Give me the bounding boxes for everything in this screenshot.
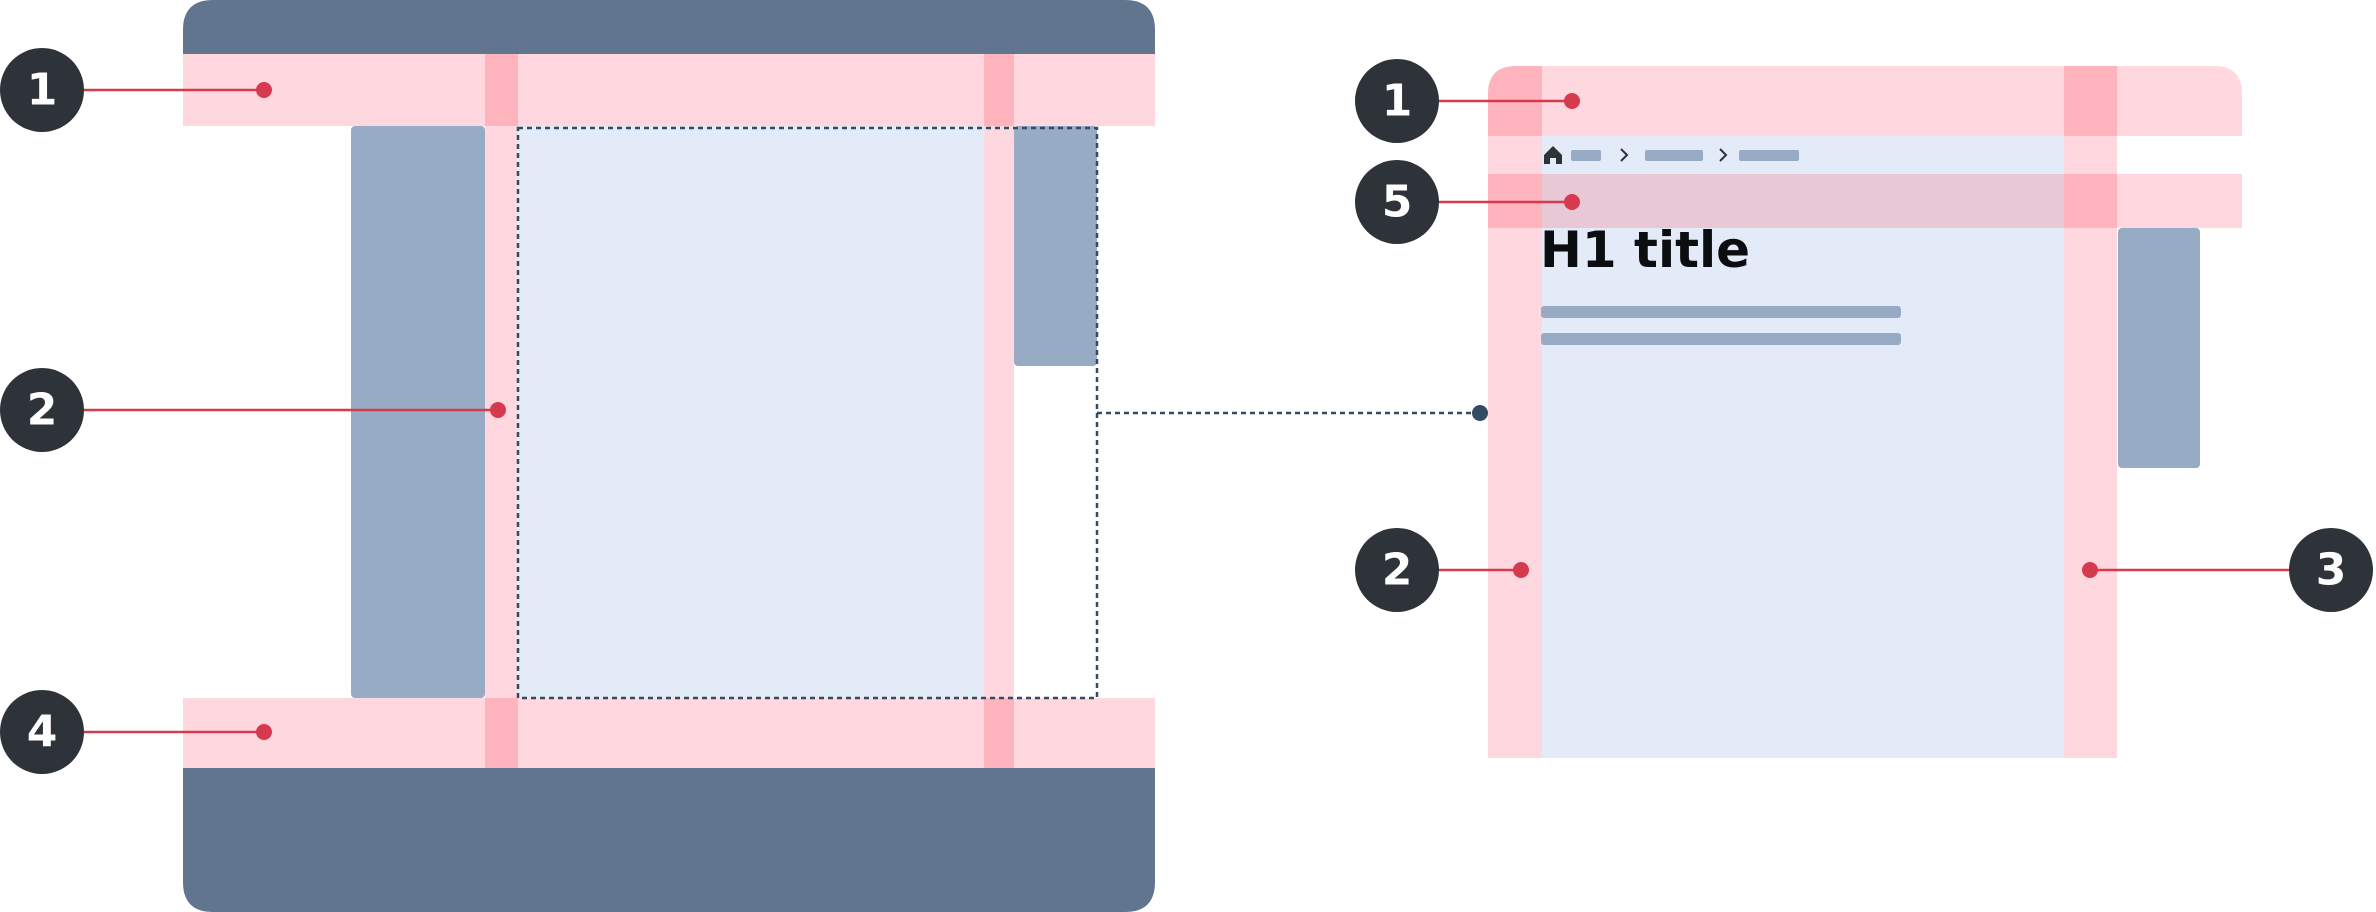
breadcrumb-crumb — [1571, 150, 1601, 161]
right-left-margin-column — [1488, 136, 1542, 758]
breadcrumb-band-mid — [2064, 174, 2117, 228]
breadcrumb-band-content — [1542, 174, 2064, 228]
callouts: 1 2 4 1 5 — [0, 48, 2373, 774]
breadcrumb-crumb — [1645, 150, 1703, 161]
callout-badge — [1355, 528, 1439, 612]
left-top-band-overlap-left — [485, 54, 518, 126]
right-sidebar-small — [1014, 126, 1097, 366]
left-header-bar — [183, 0, 1155, 54]
callout-right-2: 2 — [1355, 528, 1529, 612]
callout-number: 5 — [1382, 177, 1413, 228]
connector-dot — [1472, 405, 1488, 421]
page-title: H1 title — [1540, 221, 1750, 279]
right-sidebar-panel — [2118, 228, 2200, 468]
breadcrumb — [1544, 146, 1799, 164]
callout-number: 2 — [27, 385, 58, 436]
callout-badge — [0, 690, 84, 774]
right-top-overlap-right — [2064, 66, 2117, 136]
right-right-margin-column — [2064, 136, 2117, 758]
callout-badge — [1355, 59, 1439, 143]
chevron-right-icon — [1620, 148, 1629, 162]
callout-right-5: 5 — [1355, 160, 1580, 244]
callout-right-1: 1 — [1355, 59, 1580, 143]
callout-number: 4 — [27, 707, 58, 758]
left-footer-block — [183, 768, 1155, 912]
left-panel — [183, 0, 1155, 912]
callout-badge — [2289, 528, 2373, 612]
callout-number: 3 — [2316, 545, 2347, 596]
left-gutter-right — [984, 126, 1014, 698]
left-bottom-band-overlap-right — [984, 698, 1014, 768]
right-content-area — [1542, 136, 2064, 758]
callout-badge — [0, 48, 84, 132]
text-line-placeholder — [1541, 306, 1901, 318]
text-line-placeholder — [1541, 333, 1901, 345]
left-sidebar — [351, 126, 485, 698]
callout-badge — [0, 368, 84, 452]
breadcrumb-crumb — [1739, 150, 1799, 161]
callout-left-4: 4 — [0, 690, 272, 774]
left-bottom-band-overlap-left — [485, 698, 518, 768]
callout-number: 2 — [1382, 545, 1413, 596]
callout-number: 1 — [1382, 76, 1413, 127]
chevron-right-icon — [1719, 148, 1728, 162]
callout-badge — [1355, 160, 1439, 244]
breadcrumb-band-right — [2117, 174, 2242, 228]
left-top-band-overlap-right — [984, 54, 1014, 126]
callout-right-3: 3 — [2082, 528, 2373, 612]
home-icon — [1544, 146, 1562, 164]
right-panel: H1 title — [1488, 66, 2242, 758]
callout-left-2: 2 — [0, 368, 506, 452]
zoom-connector — [1097, 405, 1488, 421]
left-content-area — [518, 126, 984, 698]
callout-left-1: 1 — [0, 48, 272, 132]
callout-number: 1 — [27, 65, 58, 116]
